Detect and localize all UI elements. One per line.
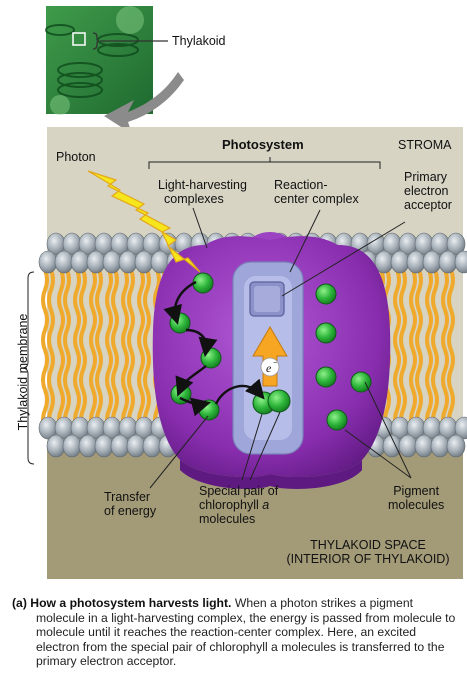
caption-title: How a photosystem harvests light.: [30, 596, 232, 610]
phospholipid-head: [102, 250, 122, 274]
phospholipid-head: [126, 434, 146, 458]
transfer-line-2: of energy: [104, 504, 157, 518]
phospholipid-head: [134, 250, 154, 274]
lipid-tail: [143, 269, 151, 431]
reaction-center-line-1: Reaction-: [274, 178, 328, 192]
lipid-tail: [79, 269, 87, 431]
special-pair-a-text: a: [262, 498, 270, 512]
phospholipid-head: [38, 250, 58, 274]
lipid-tail: [73, 269, 81, 431]
pigment-molecules-label: Pigment molecules: [388, 484, 444, 512]
pigment-molecule: [326, 409, 348, 431]
phospholipid-head: [110, 434, 130, 458]
light-harvesting-line-2: complexes: [164, 192, 224, 206]
stroma-label: STROMA: [398, 138, 452, 152]
primary-acceptor-line-1: Primary: [404, 170, 448, 184]
energy-transfer-arrows: [163, 280, 265, 417]
reaction-center-line-2: center complex: [274, 192, 359, 206]
photon-label: Photon: [56, 150, 96, 164]
transfer-of-energy-label: Transfer of energy: [104, 490, 156, 518]
lipid-tail: [393, 269, 401, 431]
thylakoid-label: Thylakoid: [172, 34, 226, 48]
pigment-line-2: molecules: [388, 498, 445, 512]
lipid-tail: [47, 269, 55, 431]
thylakoid-space-line-2: (INTERIOR OF THYLAKOID): [286, 552, 450, 566]
special-pair-line-3: molecules: [199, 512, 256, 526]
lipid-tail: [399, 269, 407, 431]
special-pair-line-1: Special pair of: [199, 484, 279, 498]
pigment-molecule: [350, 371, 372, 393]
phospholipid-head: [78, 434, 98, 458]
lipid-tail: [409, 269, 417, 431]
phospholipid-head: [46, 434, 66, 458]
reaction-center-label: Reaction- center complex: [274, 178, 359, 206]
primary-electron-acceptor: [249, 281, 285, 317]
lipid-tail: [127, 269, 135, 431]
phospholipid-head: [54, 250, 74, 274]
phospholipid-head: [94, 434, 114, 458]
photosystem-label: Photosystem: [222, 137, 304, 152]
phospholipid-head: [430, 434, 450, 458]
lipid-tail: [121, 269, 129, 431]
transfer-line-1: Transfer: [104, 490, 151, 504]
lipid-tail: [415, 269, 423, 431]
special-pair-chlorophyll-text: chlorophyll: [199, 498, 263, 512]
phospholipid-head: [422, 250, 442, 274]
primary-acceptor-line-3: acceptor: [404, 198, 452, 212]
phospholipid-head: [454, 416, 467, 440]
lipid-tail: [57, 269, 65, 431]
phospholipid-head: [454, 250, 467, 274]
caption-body: When a photon strikes a pigment molecule…: [36, 596, 456, 669]
phospholipid-head: [70, 250, 90, 274]
special-pair-line-2: chlorophyll a: [199, 498, 278, 512]
lipid-tail: [431, 269, 439, 431]
phospholipid-head: [118, 250, 138, 274]
pigment-molecule: [315, 283, 337, 305]
lipid-tail: [111, 269, 119, 431]
lipid-tail: [105, 269, 113, 431]
phospholipid-head: [414, 434, 434, 458]
photon-zigzag: [87, 170, 201, 273]
lipid-tail: [63, 269, 71, 431]
lipid-tail: [95, 269, 103, 431]
phospholipid-head: [438, 250, 458, 274]
phospholipid-head: [398, 434, 418, 458]
electron-symbol: e: [266, 361, 272, 375]
phospholipid-head: [406, 250, 426, 274]
pigment-line-1: Pigment: [393, 484, 440, 498]
lipid-tail: [447, 269, 455, 431]
phospholipid-head: [390, 250, 410, 274]
lipid-tail: [41, 269, 49, 431]
zoom-arrow: [104, 72, 184, 134]
lipid-tail: [137, 269, 145, 431]
caption-tag: (a): [12, 596, 27, 610]
thylakoid-membrane-label: Thylakoid membrane: [16, 313, 30, 431]
leader-lines: [21, 157, 412, 489]
light-harvesting-line-1: Light-harvesting: [158, 178, 247, 192]
primary-acceptor-label: Primary electron acceptor: [404, 170, 452, 212]
phospholipid-head: [142, 434, 162, 458]
lipid-tail: [425, 269, 433, 431]
phospholipid-head: [446, 232, 466, 256]
phospholipid-head: [446, 434, 466, 458]
thylakoid-space-line-1: THYLAKOID SPACE: [310, 538, 426, 552]
lipid-tail: [441, 269, 449, 431]
thylakoid-space-label: THYLAKOID SPACE (INTERIOR OF THYLAKOID): [278, 538, 458, 566]
pigment-molecule: [315, 322, 337, 344]
primary-acceptor-line-2: electron: [404, 184, 449, 198]
phospholipid-head: [62, 434, 82, 458]
pigment-molecule: [200, 347, 222, 369]
electron-charge: −: [273, 360, 277, 367]
lipid-tail: [89, 269, 97, 431]
electron-arrow: e −: [252, 326, 288, 387]
light-harvesting-label: Light-harvesting complexes: [158, 178, 247, 206]
chloroplast-micrograph: [45, 6, 153, 115]
pigment-molecule: [315, 366, 337, 388]
phospholipid-head: [86, 250, 106, 274]
special-pair-label: Special pair of chlorophyll a molecules: [199, 484, 278, 526]
figure-caption: (a) How a photosystem harvests light. Wh…: [12, 596, 460, 669]
